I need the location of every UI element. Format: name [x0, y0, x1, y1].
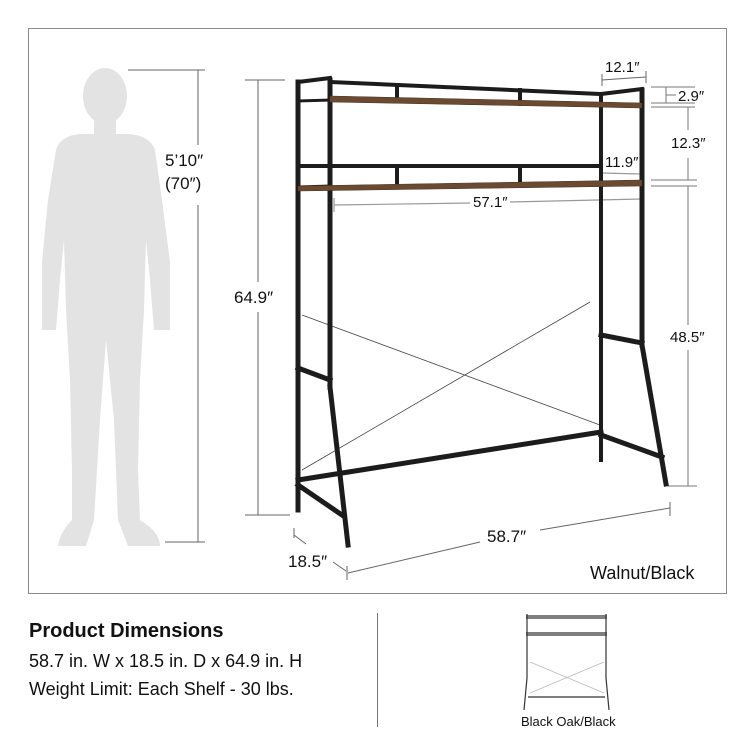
bottom-dimensions	[293, 502, 671, 580]
right-dimensions	[651, 86, 697, 487]
shelf-spacing-label: 12.3″	[671, 135, 706, 152]
inner-width-label: 57.1″	[473, 194, 508, 211]
diagram-frame	[28, 28, 727, 594]
finish-label: Walnut/Black	[590, 563, 695, 583]
person-height-dimension	[128, 69, 205, 543]
section-divider	[377, 613, 378, 727]
person-height-label: 5’10″	[165, 151, 204, 170]
product-dimensions-line: 58.7 in. W x 18.5 in. D x 64.9 in. H	[29, 651, 303, 671]
top-depth-dimension	[601, 71, 647, 86]
weight-limit-line: Weight Limit: Each Shelf - 30 lbs.	[29, 679, 294, 699]
alternate-finish-thumbnail[interactable]	[523, 614, 610, 711]
overall-depth-label: 18.5″	[288, 552, 328, 571]
clearance-height-label: 48.5″	[670, 329, 705, 346]
alternate-finish-label[interactable]: Black Oak/Black	[521, 714, 616, 729]
cross-brace	[301, 301, 601, 471]
top-shelf-depth-label: 12.1″	[605, 59, 640, 76]
total-height-dimension	[245, 79, 290, 516]
product-dimensions-title: Product Dimensions	[29, 620, 224, 642]
person-height-inches-label: (70″)	[165, 174, 202, 193]
lower-shelf-depth-label: 11.9″	[605, 154, 639, 171]
person-silhouette-icon	[42, 68, 170, 546]
top-rail-gap-label: 2.9″	[678, 88, 705, 105]
wood-shelves	[297, 95, 643, 192]
shelf-frame	[294, 75, 669, 548]
total-height-label: 64.9″	[234, 288, 274, 307]
overall-width-label: 58.7″	[487, 527, 527, 546]
